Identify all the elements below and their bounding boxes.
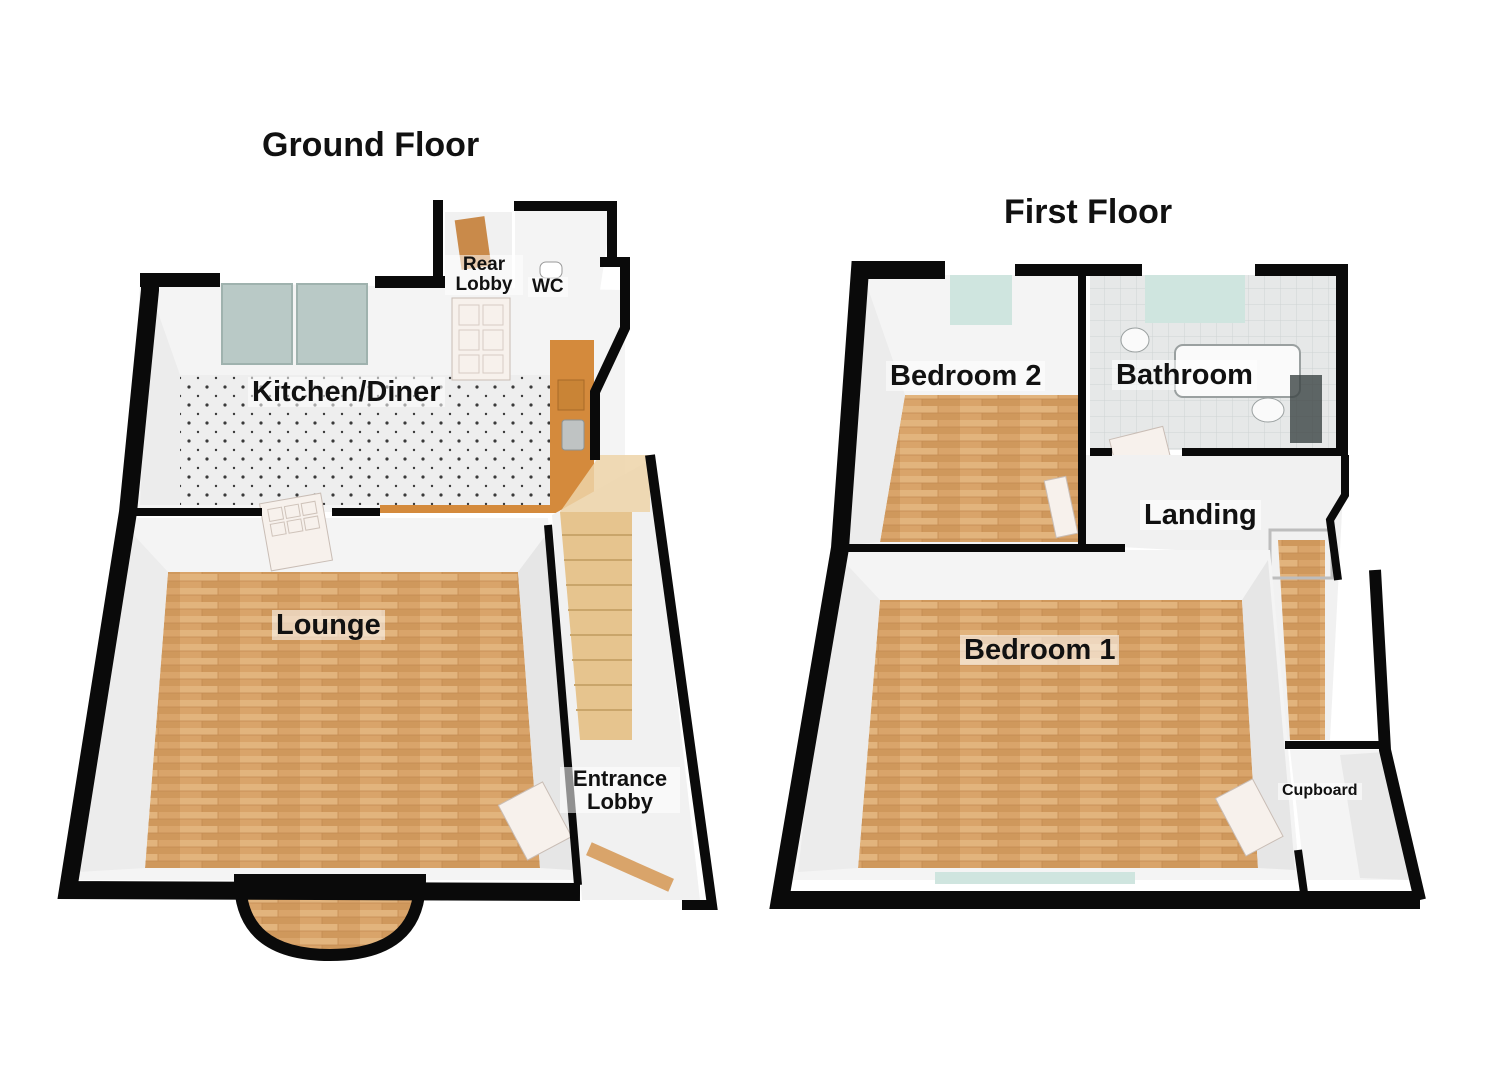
room-label-rear-lobby: Rear Lobby bbox=[445, 255, 523, 295]
ground-floor-plan bbox=[57, 200, 718, 962]
staircase bbox=[560, 455, 650, 740]
bathroom-toilet bbox=[1251, 397, 1285, 423]
front-door bbox=[586, 842, 674, 892]
first-floor-walls bbox=[769, 261, 1426, 909]
bedroom-2-room bbox=[843, 275, 1082, 545]
cupboard-door bbox=[1214, 778, 1284, 857]
bedroom-2-door bbox=[1043, 475, 1079, 539]
kitchen-sink bbox=[561, 419, 585, 451]
first-floor-plan bbox=[769, 261, 1426, 909]
room-label-bedroom-1: Bedroom 1 bbox=[960, 635, 1120, 665]
first-floor-title: First Floor bbox=[1004, 193, 1173, 231]
room-label-bedroom-2: Bedroom 2 bbox=[886, 361, 1046, 391]
room-label-entrance-lobby: Entrance Lobby bbox=[560, 767, 680, 813]
bathroom-basin bbox=[1120, 327, 1150, 353]
wc-room bbox=[515, 210, 612, 290]
room-label-cupboard: Cupboard bbox=[1278, 782, 1362, 800]
kitchen-worktop bbox=[380, 505, 595, 513]
room-label-landing: Landing bbox=[1140, 500, 1261, 530]
kitchen-hob bbox=[557, 379, 585, 411]
bedroom-1-window bbox=[935, 872, 1135, 884]
room-label-wc: WC bbox=[528, 277, 568, 297]
shower-screen bbox=[1290, 375, 1322, 443]
room-label-bathroom: Bathroom bbox=[1112, 360, 1257, 390]
room-label-lounge: Lounge bbox=[272, 610, 385, 640]
entrance-lobby-door bbox=[497, 781, 573, 861]
rear-lobby-door bbox=[451, 297, 511, 381]
patio-door-window bbox=[221, 283, 293, 365]
bathroom-window bbox=[1145, 275, 1245, 323]
bedroom-1-room bbox=[790, 550, 1300, 884]
ground-floor-title: Ground Floor bbox=[262, 126, 480, 164]
room-label-kitchen-diner: Kitchen/Diner bbox=[248, 377, 445, 407]
bedroom-2-window bbox=[950, 275, 1012, 325]
patio-door-window bbox=[296, 283, 368, 365]
ground-floor-walls bbox=[57, 200, 718, 910]
